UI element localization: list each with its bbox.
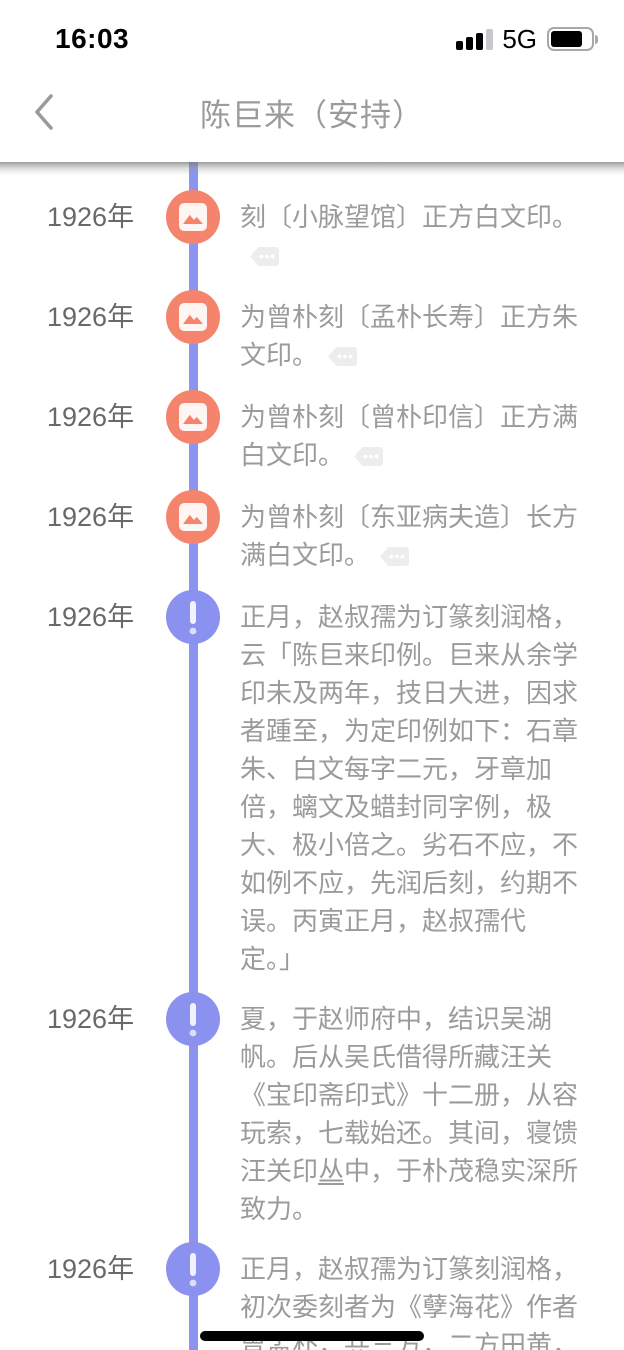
exclamation-icon [189,1253,197,1287]
timeline: 1926年刻〔小脉望馆〕正方白文印。1926年为曾朴刻〔孟朴长寿〕正方朱 文印。… [0,162,624,1350]
entry-text[interactable]: 正月，赵叔孺为订篆刻润格， 云「陈巨来印例。巨来从余学 印未及两年，技日大进，因… [240,602,579,974]
signal-bar [456,41,464,50]
network-type-label: 5G [502,23,537,54]
entry-node-image[interactable] [166,490,220,544]
back-button[interactable] [24,88,64,136]
battery-fill [551,31,583,47]
entry-text[interactable]: 为曾朴刻〔曾朴印信〕正方满 白文印。 [240,390,582,476]
entry-attachment-badge[interactable] [328,338,358,376]
entry-node-image[interactable] [166,190,220,244]
entry-year-label: 1926年 [47,1004,135,1034]
entry-text[interactable]: 刻〔小脉望馆〕正方白文印。 [240,190,582,276]
timeline-entry: 1926年 为曾朴刻〔孟朴长寿〕正方朱 文印。 [0,290,624,376]
entry-year-label: 1926年 [47,202,135,232]
timeline-entry: 1926年 为曾朴刻〔东亚病夫造〕长方 满白文印。 [0,490,624,576]
signal-bar [476,33,484,50]
battery-cap [595,35,598,44]
entry-year-label: 1926年 [47,502,135,532]
signal-strength-icon [453,28,494,50]
entry-attachment-badge[interactable] [380,538,410,576]
timeline-entry: 1926年 为曾朴刻〔曾朴印信〕正方满 白文印。 [0,390,624,476]
entry-year-label: 1926年 [47,402,135,432]
entry-node-image[interactable] [166,290,220,344]
home-indicator[interactable] [200,1331,424,1341]
picture-icon [179,403,207,431]
entry-text[interactable]: 为曾朴刻〔孟朴长寿〕正方朱 文印。 [240,290,582,376]
page-title: 陈巨来（安持） [200,97,424,133]
entry-text[interactable]: 夏，于赵师府中，结识吴湖 帆。后从吴氏借得所藏汪关 《宝印斋印式》十二册，从容 … [240,1004,579,1224]
entry-text[interactable]: 为曾朴刻〔东亚病夫造〕长方 满白文印。 [240,490,582,576]
tag-ellipsis-icon [250,247,279,266]
entry-year-label: 1926年 [47,302,135,332]
picture-icon [179,203,207,231]
exclamation-icon [189,601,197,635]
timeline-line [189,162,198,1350]
entry-year-label: 1926年 [47,1254,135,1284]
nav-bar: 陈巨来（安持） [0,62,624,162]
entry-node-alert[interactable] [166,992,220,1046]
entry-node-alert[interactable] [166,1242,220,1296]
entry-attachment-badge[interactable] [354,438,384,476]
entry-node-image[interactable] [166,390,220,444]
signal-bar [466,37,474,50]
clock-text: 16:03 [55,23,130,54]
entry-node-alert[interactable] [166,590,220,644]
entry-attachment-badge[interactable] [250,238,279,276]
timeline-entry: 1926年 刻〔小脉望馆〕正方白文印。 [0,190,624,276]
exclamation-icon [189,1003,197,1037]
timeline-entry: 1926年 夏，于赵师府中，结识吴湖 帆。后从吴氏借得所藏汪关 《宝印斋印式》十二… [0,992,624,1228]
timeline-entries: 1926年刻〔小脉望馆〕正方白文印。1926年为曾朴刻〔孟朴长寿〕正方朱 文印。… [0,190,624,1350]
picture-icon [179,303,207,331]
status-icons: 5G [453,23,598,55]
tag-ellipsis-icon [328,347,358,366]
signal-bar [486,29,494,50]
battery-icon [547,27,598,51]
entry-year-label: 1926年 [47,602,135,632]
picture-icon [179,503,207,531]
timeline-entry: 1926年 正月，赵叔孺为订篆刻润格， 云「陈巨来印例。巨来从余学 印未及两年，技… [0,590,624,978]
tag-ellipsis-icon [380,547,410,566]
status-bar: 16:03 5G [0,0,624,62]
chevron-left-icon [35,94,53,130]
tag-ellipsis-icon [354,447,384,466]
